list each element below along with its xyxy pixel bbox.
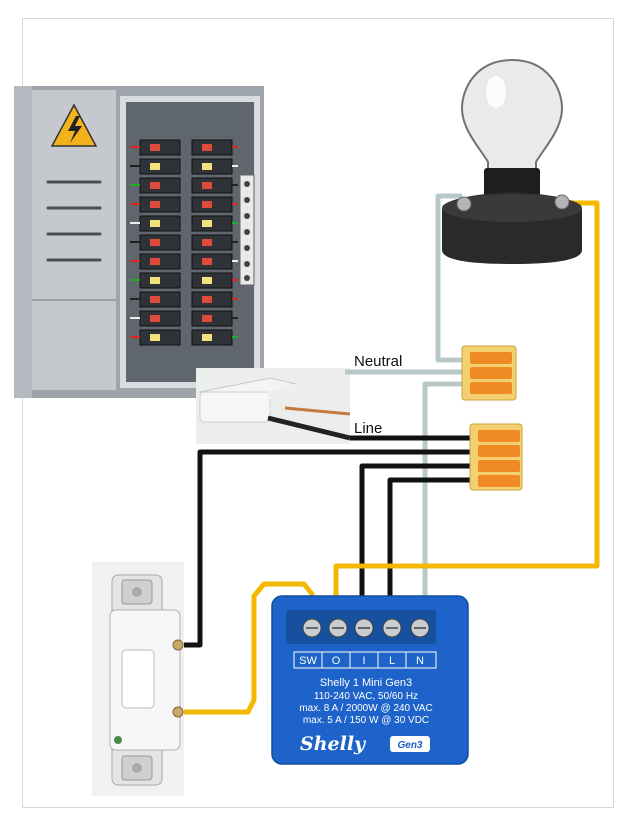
supply-cable [196,368,351,444]
switch-terminal-top [172,639,184,651]
breaker-handle [150,182,160,189]
line-conductor [267,415,351,441]
shelly-device: SW O I L N Shelly 1 Mini Gen3 110-240 VA… [271,595,469,765]
neutral-bus-bar [239,174,255,286]
device-spec-voltage: 110-240 VAC, 50/60 Hz [314,691,418,702]
neutral-connector [461,345,517,401]
wire-line-input [359,463,472,612]
breaker-handle [202,315,212,322]
breaker-handle [202,258,212,265]
wire-switch-sw [182,581,315,715]
high-voltage-warning-icon [50,103,98,147]
wall-switch [92,562,184,796]
terminal-label-sw: SW [299,655,317,667]
breaker-handle [202,182,212,189]
breaker-handle [202,201,212,208]
breaker-panel [14,86,264,398]
device-spec-dc: max. 5 A / 150 W @ 30 VDC [303,715,429,726]
switch-toggle [121,649,155,709]
breaker-handle [150,220,160,227]
lamp-terminal-neutral [456,196,472,212]
device-gen-badge: Gen3 [397,740,422,751]
light-bulb-icon [460,58,564,208]
breaker-handle [150,315,160,322]
neutral-label: Neutral [354,353,402,370]
breaker-handle [150,144,160,151]
neutral-conductor [266,368,347,400]
terminal-label-strip [293,651,437,669]
switch-terminal-bottom [172,706,184,718]
breaker-handle [202,220,212,227]
breaker-handle [202,277,212,284]
breaker-handle [202,144,212,151]
device-spec-ac: max. 8 A / 2000W @ 240 VAC [299,703,432,714]
wire-output-lamp [333,200,600,612]
breaker-handle [150,296,160,303]
breaker-handle [202,296,212,303]
terminal-label-i: I [362,655,365,667]
breaker-handle [150,334,160,341]
breaker-handle [150,163,160,170]
line-connector [469,423,523,491]
breaker-handle [202,163,212,170]
wire-neutral-device [422,381,470,612]
terminal-screws [302,618,430,638]
lamp-socket [442,192,582,264]
gen-badge-box [390,736,430,752]
panel-side [14,86,32,398]
wire-line-L [387,477,472,612]
lamp-terminal-line [554,194,570,210]
wire-line-switch [180,449,472,648]
breaker-rows [130,139,238,346]
breaker-handle [150,239,160,246]
cable-sheath [199,391,271,423]
wire-neutral-lamp [435,193,470,363]
switch-ground-screw [114,736,122,744]
diagram-frame [22,18,614,808]
breaker-handle [150,277,160,284]
breaker-handle [202,334,212,341]
breaker-handle [150,258,160,265]
device-model: Shelly 1 Mini Gen3 [320,677,412,689]
terminal-label-n: N [416,655,424,667]
breaker-handle [150,201,160,208]
device-brand: Shelly [300,733,367,755]
line-label: Line [354,420,382,437]
copper-ground [284,406,351,416]
terminal-label-l: L [389,655,395,667]
breaker-handle [202,239,212,246]
terminal-label-o: O [332,655,341,667]
door-vents [46,180,102,262]
wires [180,193,600,715]
